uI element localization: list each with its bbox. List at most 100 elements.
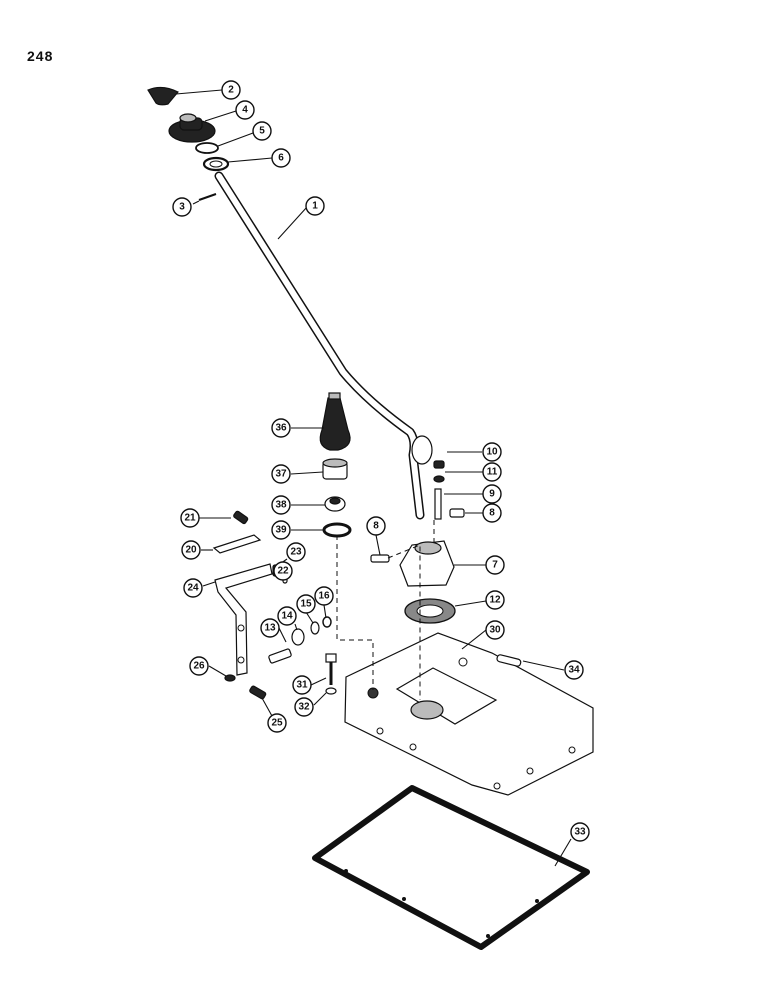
leader-lines: [175, 89, 572, 867]
screw-8-right: [449, 508, 465, 518]
callout-6: 6: [271, 148, 291, 168]
screw-25: [249, 685, 267, 700]
gearshift-knob-cap: [147, 86, 179, 106]
nut-26: [224, 674, 236, 682]
svg-text:7: 7: [492, 560, 498, 571]
callout-23: 23: [286, 542, 306, 562]
svg-text:21: 21: [184, 513, 196, 524]
housing-gasket: [404, 598, 456, 624]
callout-8-left: 8: [366, 516, 386, 536]
washer-6: [202, 156, 230, 172]
callout-25: 25: [267, 713, 287, 733]
washer-16: [322, 616, 332, 628]
svg-text:39: 39: [275, 525, 287, 536]
assembly-dashed-lines: [336, 520, 435, 700]
callout-21: 21: [180, 508, 200, 528]
bushing-14: [291, 628, 305, 646]
callout-12: 12: [485, 590, 505, 610]
callout-20: 20: [181, 540, 201, 560]
callout-32: 32: [294, 697, 314, 717]
svg-text:20: 20: [185, 545, 197, 556]
svg-text:32: 32: [298, 702, 310, 713]
svg-text:31: 31: [296, 680, 308, 691]
svg-text:8: 8: [373, 521, 379, 532]
callout-26: 26: [189, 656, 209, 676]
svg-text:8: 8: [489, 508, 495, 519]
callout-11: 11: [482, 462, 502, 482]
svg-text:16: 16: [318, 591, 330, 602]
svg-text:37: 37: [275, 469, 287, 480]
callout-38: 38: [271, 495, 291, 515]
callout-34: 34: [564, 660, 584, 680]
svg-text:26: 26: [193, 661, 205, 672]
svg-text:34: 34: [568, 665, 580, 676]
svg-text:3: 3: [179, 202, 185, 213]
svg-text:33: 33: [574, 827, 586, 838]
pin-3: [198, 193, 217, 201]
svg-text:38: 38: [275, 500, 287, 511]
callout-14: 14: [277, 606, 297, 626]
nut-10: [433, 460, 445, 469]
callout-8-right: 8: [482, 503, 502, 523]
callout-24: 24: [183, 578, 203, 598]
stud-9: [434, 488, 442, 520]
svg-text:25: 25: [271, 718, 283, 729]
washer-11: [433, 475, 445, 483]
svg-text:30: 30: [489, 625, 501, 636]
gearshift-knob: [168, 113, 216, 143]
svg-text:22: 22: [277, 566, 289, 577]
svg-text:10: 10: [486, 447, 498, 458]
callout-36: 36: [271, 418, 291, 438]
cover-gasket: [312, 785, 590, 950]
callout-2: 2: [221, 80, 241, 100]
gearshift-lever: [214, 171, 433, 520]
rubber-boot: [319, 392, 351, 451]
svg-text:13: 13: [264, 623, 276, 634]
svg-text:4: 4: [242, 105, 248, 116]
callout-7: 7: [485, 555, 505, 575]
svg-text:1: 1: [312, 201, 318, 212]
callout-33: 33: [570, 822, 590, 842]
svg-text:36: 36: [275, 423, 287, 434]
retainer-37: [322, 458, 348, 480]
seal-39: [322, 522, 352, 538]
callout-9: 9: [482, 484, 502, 504]
svg-text:23: 23: [290, 547, 302, 558]
washer-32: [325, 687, 337, 695]
bushing-38: [324, 496, 346, 512]
callout-22: 22: [273, 561, 293, 581]
svg-text:15: 15: [300, 599, 312, 610]
svg-text:2: 2: [228, 85, 234, 96]
svg-text:12: 12: [489, 595, 501, 606]
callout-10: 10: [482, 442, 502, 462]
page-number: 248: [27, 48, 54, 64]
callout-5: 5: [252, 121, 272, 141]
svg-text:11: 11: [487, 467, 498, 478]
snap-ring: [195, 142, 219, 154]
callout-16: 16: [314, 586, 334, 606]
svg-text:6: 6: [278, 153, 284, 164]
transmission-cover: [344, 632, 594, 796]
callout-3: 3: [172, 197, 192, 217]
callout-31: 31: [292, 675, 312, 695]
svg-text:24: 24: [187, 583, 199, 594]
callout-4: 4: [235, 100, 255, 120]
plate-20: [212, 534, 262, 554]
bolt-31: [325, 653, 337, 685]
callout-1: 1: [305, 196, 325, 216]
bolt-13: [268, 648, 292, 664]
bracket-24: [214, 563, 273, 676]
screw-8-left: [370, 554, 390, 563]
callout-30: 30: [485, 620, 505, 640]
washer-15: [310, 621, 320, 635]
svg-text:9: 9: [489, 489, 495, 500]
svg-text:5: 5: [259, 126, 265, 137]
callout-39: 39: [271, 520, 291, 540]
dowel-pin: [496, 654, 522, 667]
callout-13: 13: [260, 618, 280, 638]
screw-21: [233, 510, 249, 525]
callout-15: 15: [296, 594, 316, 614]
callout-37: 37: [271, 464, 291, 484]
svg-text:14: 14: [281, 611, 293, 622]
